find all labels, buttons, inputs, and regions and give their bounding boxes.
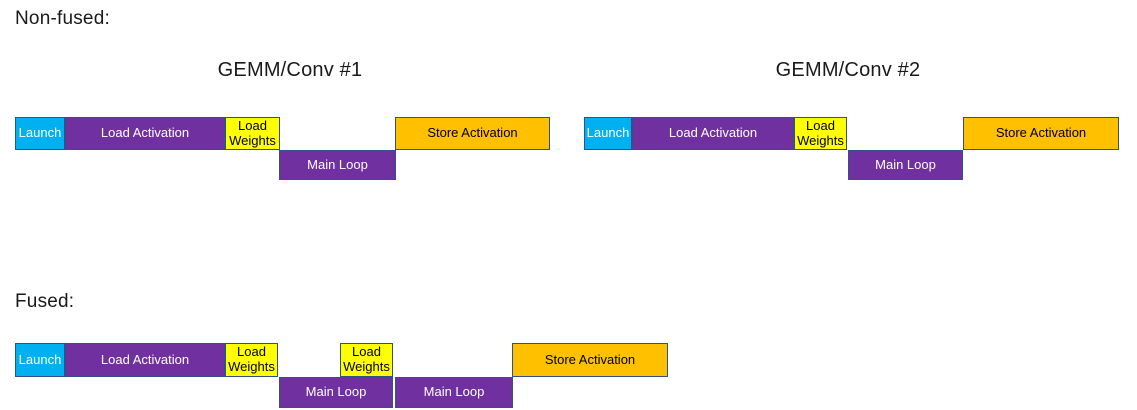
block-store-activation: Store Activation	[512, 343, 668, 377]
block-main-loop: Main Loop	[848, 150, 963, 180]
block-launch: Launch	[15, 117, 65, 150]
block-main-loop: Main Loop	[279, 150, 396, 180]
block-main-loop: Main Loop	[395, 377, 513, 408]
block-main-loop: Main Loop	[279, 377, 393, 408]
block-load-activation: Load Activation	[65, 117, 225, 150]
block-launch: Launch	[15, 343, 65, 377]
block-store-activation: Store Activation	[395, 117, 550, 150]
block-load-activation: Load Activation	[632, 117, 794, 150]
block-store-activation: Store Activation	[963, 117, 1119, 150]
group-title-non-fused-2: GEMM/Conv #2	[775, 59, 921, 81]
block-load-weights: Load Weights	[794, 117, 847, 150]
group-title-non-fused-1: GEMM/Conv #1	[217, 59, 363, 81]
section-label-non-fused: Non-fused:	[15, 8, 110, 29]
block-load-weights: Load Weights	[340, 343, 393, 377]
block-load-weights: Load Weights	[225, 343, 278, 377]
block-load-weights: Load Weights	[225, 117, 280, 150]
section-label-fused: Fused:	[15, 291, 75, 312]
block-launch: Launch	[584, 117, 632, 150]
block-load-activation: Load Activation	[65, 343, 225, 377]
